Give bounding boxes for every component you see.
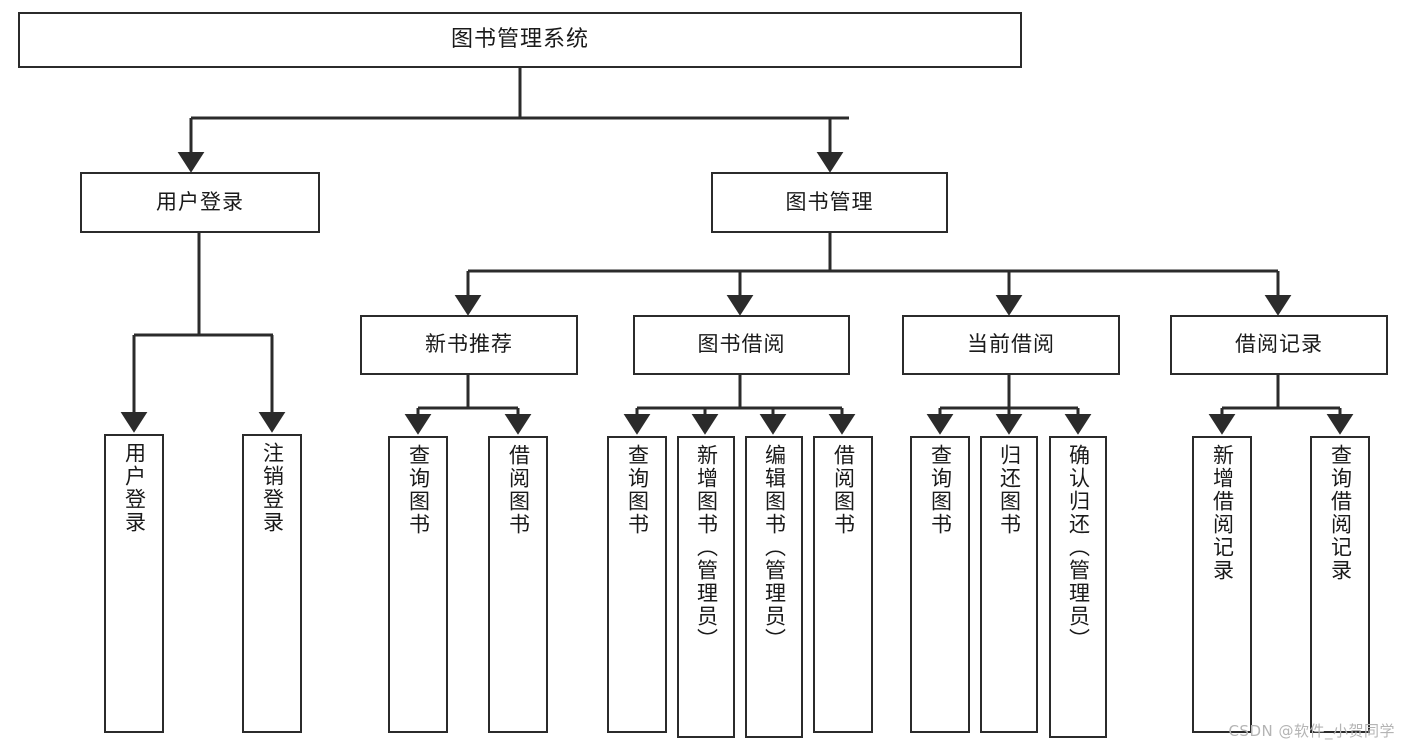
node-label: 确认归还（管理员）	[1066, 444, 1091, 651]
node-leaf-add-borrow-record[interactable]: 新增借阅记录	[1192, 436, 1252, 733]
node-leaf-query-book-current[interactable]: 查询图书	[910, 436, 970, 733]
node-label: 图书管理系统	[450, 26, 589, 52]
node-label: 当前借阅	[967, 332, 1055, 357]
node-label: 查询图书	[625, 444, 650, 536]
node-label: 查询图书	[406, 444, 431, 536]
node-leaf-borrow-book[interactable]: 借阅图书	[813, 436, 873, 733]
node-new-book-recommend[interactable]: 新书推荐	[360, 315, 578, 375]
node-leaf-query-book-borrow[interactable]: 查询图书	[607, 436, 667, 733]
node-label: 新书推荐	[425, 332, 513, 357]
node-leaf-return-book[interactable]: 归还图书	[980, 436, 1038, 733]
node-label: 查询图书	[928, 444, 953, 536]
csdn-watermark: CSDN @软件_小贺同学	[1228, 722, 1395, 740]
node-label: 图书管理	[785, 189, 874, 214]
node-label: 归还图书	[997, 444, 1022, 536]
node-book-management[interactable]: 图书管理	[711, 172, 948, 233]
node-borrow-record[interactable]: 借阅记录	[1170, 315, 1388, 375]
node-leaf-logout-login[interactable]: 注销登录	[242, 434, 302, 733]
node-label: 借阅图书	[831, 444, 856, 536]
node-user-login[interactable]: 用户登录	[80, 172, 320, 233]
node-leaf-add-book-admin[interactable]: 新增图书（管理员）	[677, 436, 735, 738]
node-leaf-query-book-recommend[interactable]: 查询图书	[388, 436, 448, 733]
node-label: 借阅记录	[1235, 332, 1323, 357]
node-label: 新增图书（管理员）	[694, 444, 719, 651]
node-leaf-user-login[interactable]: 用户登录	[104, 434, 164, 733]
node-leaf-query-borrow-record[interactable]: 查询借阅记录	[1310, 436, 1370, 733]
node-label: 注销登录	[260, 442, 285, 534]
node-label: 编辑图书（管理员）	[762, 444, 787, 651]
node-leaf-borrow-book-recommend[interactable]: 借阅图书	[488, 436, 548, 733]
node-label: 用户登录	[156, 189, 244, 214]
node-label: 图书借阅	[697, 332, 786, 357]
node-book-borrow[interactable]: 图书借阅	[633, 315, 850, 375]
node-label: 新增借阅记录	[1210, 444, 1235, 582]
node-leaf-edit-book-admin[interactable]: 编辑图书（管理员）	[745, 436, 803, 738]
node-current-borrow[interactable]: 当前借阅	[902, 315, 1120, 375]
node-label: 查询借阅记录	[1328, 444, 1353, 582]
node-root-book-management-system[interactable]: 图书管理系统	[18, 12, 1022, 68]
node-label: 借阅图书	[506, 444, 531, 536]
node-label: 用户登录	[122, 442, 147, 534]
node-leaf-confirm-return-admin[interactable]: 确认归还（管理员）	[1049, 436, 1107, 738]
